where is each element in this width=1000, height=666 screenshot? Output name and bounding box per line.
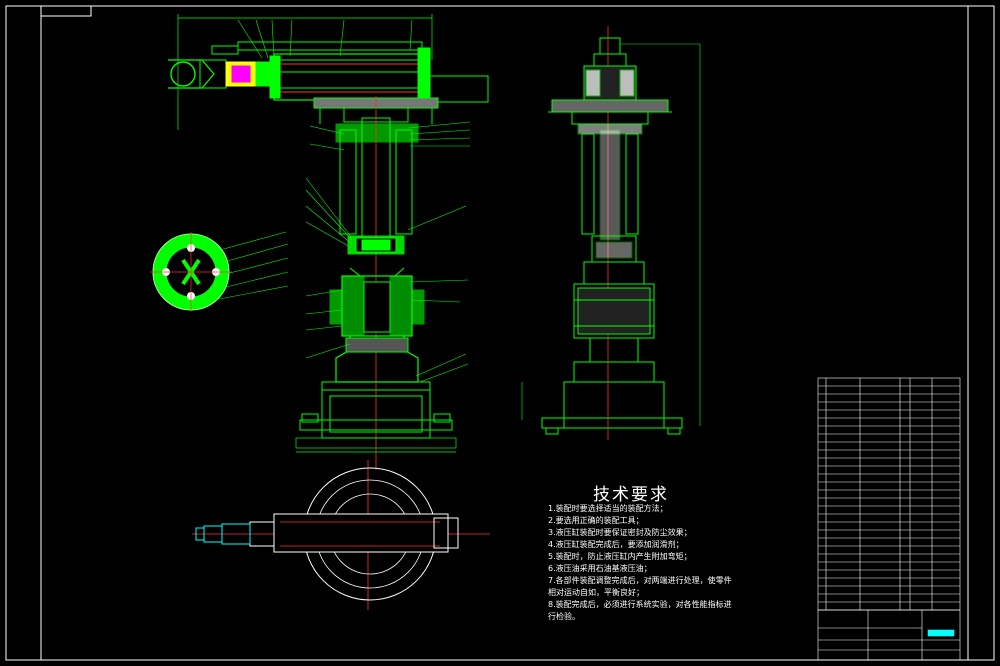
requirement-item-5: 5.装配时，防止液压缸内产生附加弯矩； (548, 552, 692, 561)
requirement-item-2: 2.要选用正确的装配工具； (548, 516, 644, 525)
requirement-item-7: 7.各部件装配调整完成后，对两端进行处理，使零件相对运动自如，平衡良好； (548, 576, 732, 597)
corner-code-box (40, 5, 92, 17)
side-view (521, 26, 701, 440)
top-view (192, 460, 490, 610)
requirement-item-4: 4.液压缸装配完成后，要添加润滑剂； (548, 540, 684, 549)
requirement-item-1: 1.装配时要选择适当的装配方法； (548, 504, 668, 513)
parts-list-table (817, 377, 961, 661)
technical-requirements-list: 1.装配时要选择适当的装配方法； 2.要选用正确的装配工具； 3.液压缸装配时要… (548, 503, 738, 623)
section-view-circle (150, 231, 289, 312)
requirement-item-6: 6.液压油采用石油基液压油； (548, 564, 652, 573)
inner-border (40, 5, 969, 661)
front-view (168, 14, 489, 470)
requirement-item-8: 8.装配完成后，必须进行系统实验，对各性能指标进行检验。 (548, 600, 732, 621)
technical-requirements-title: 技术要求 (593, 485, 669, 505)
requirement-item-3: 3.液压缸装配时要保证密封及防尘效果； (548, 528, 692, 537)
